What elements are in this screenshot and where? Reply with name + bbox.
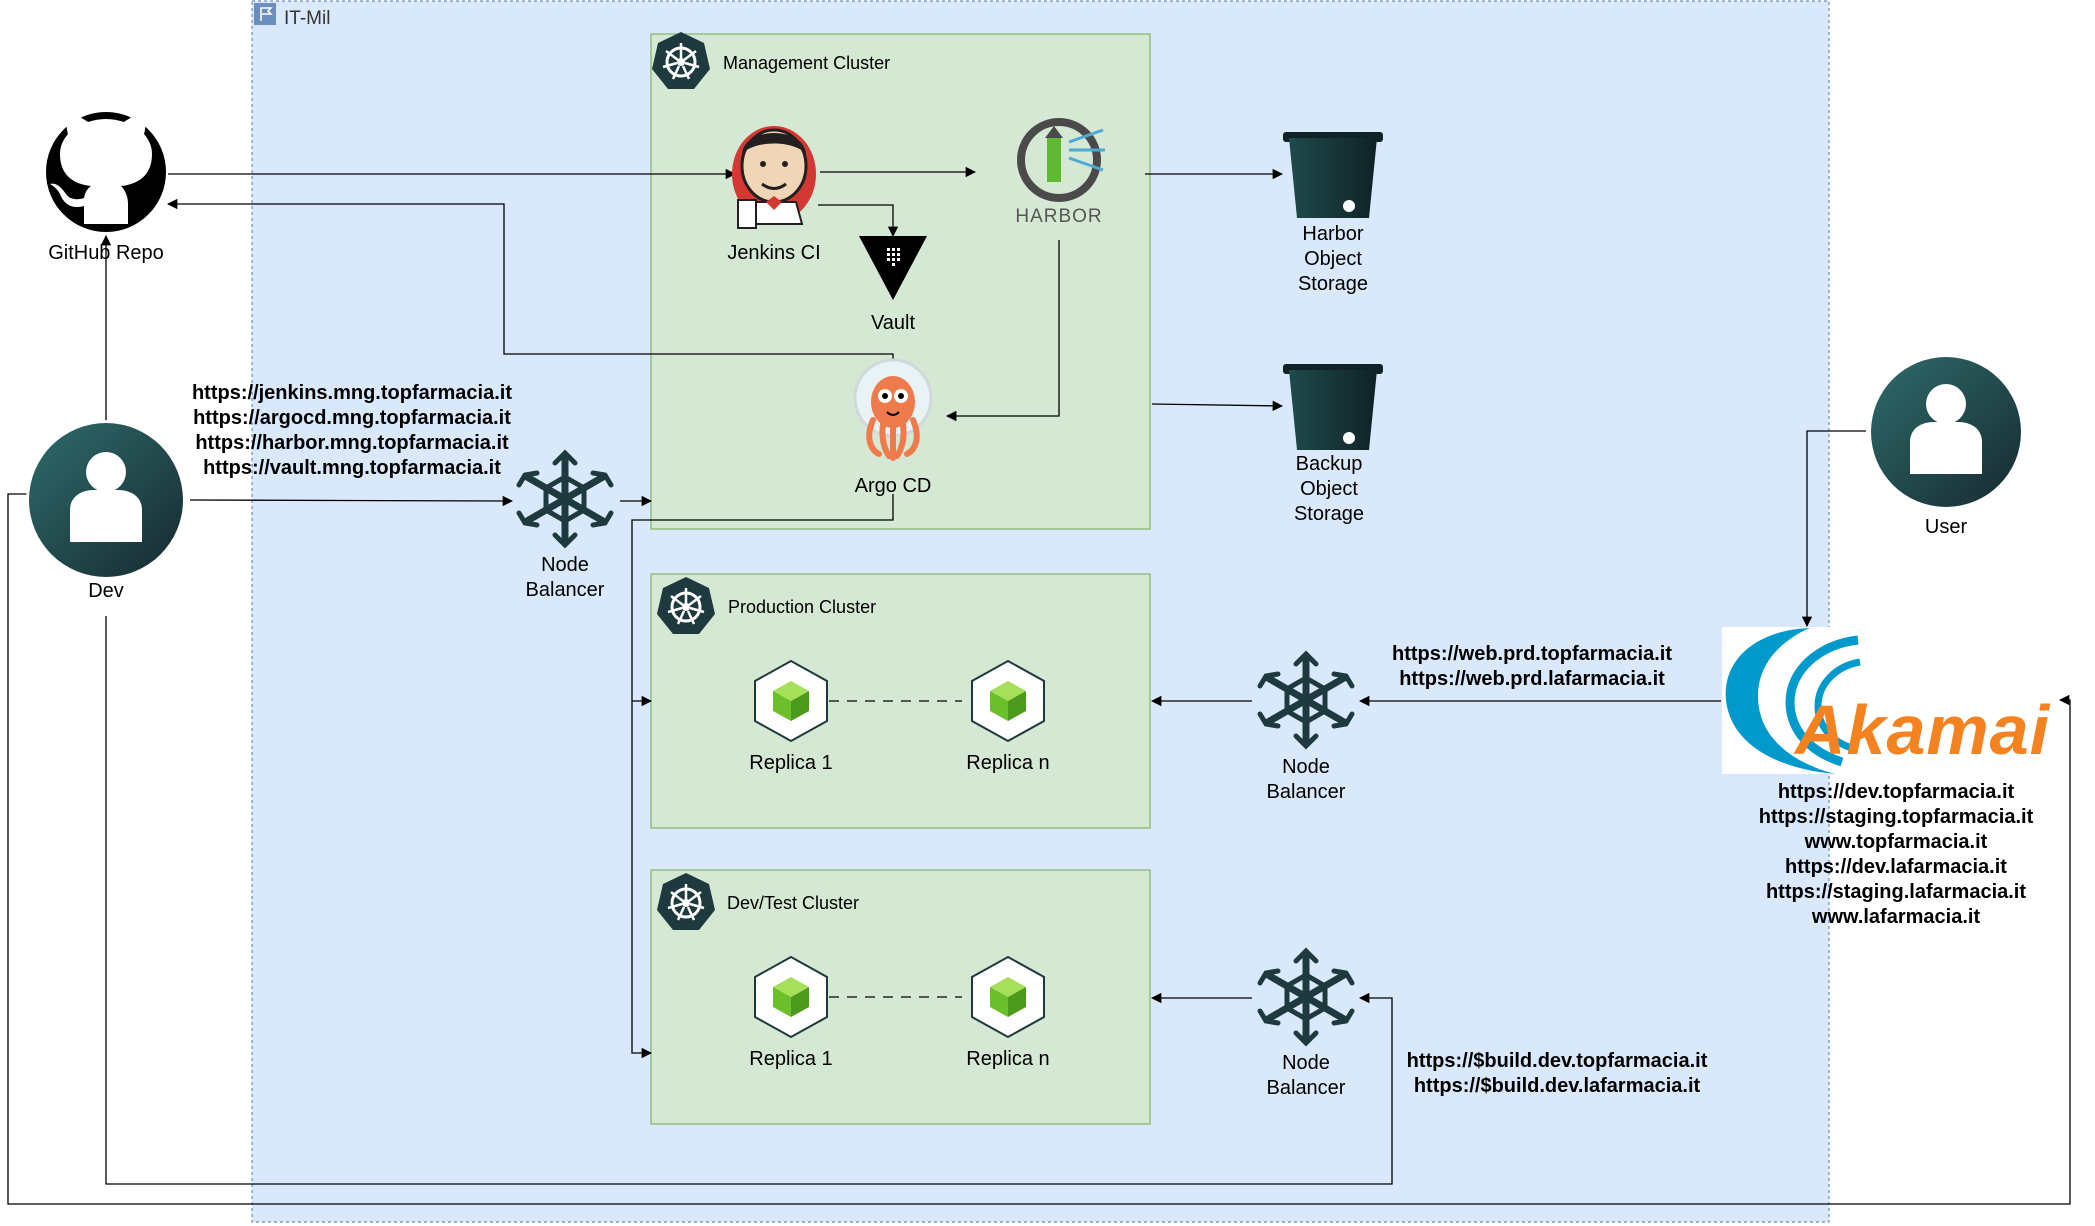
replica-label: Replica n [966,1048,1050,1070]
node-balancer-icon [1257,650,1355,750]
github-icon [46,112,166,232]
replica-label: Replica 1 [749,1048,833,1070]
edge-jenkins-vault [818,204,899,238]
edge-dev-nodebalancer [189,495,514,507]
edge-dev-build-loop [105,616,1393,1185]
edge-user-akamai [1801,430,1866,628]
replica-cube-icon [754,955,828,1039]
devtest-cluster-box [650,869,1151,1125]
devtest-cluster-title: Dev/Test Cluster [727,893,860,913]
bucket-icon [1283,364,1383,450]
akamai-urls: https://dev.topfarmacia.it https://stagi… [1758,781,2034,928]
akamai-wordmark: Akamai [1795,691,2051,769]
jenkins-icon [732,126,816,229]
edge-harbor-argocd [945,240,1060,422]
node-balancer-icon [516,449,614,549]
replica-cube-icon [754,659,828,743]
bucket-icon [1283,132,1383,218]
argocd-label: Argo CD [854,475,932,497]
dev-avatar-icon [26,420,186,580]
harbor-logo-text: HARBOR [1015,206,1103,227]
edge-argocd-deploy [631,494,894,1059]
akamai-logo-icon [1722,627,2055,774]
management-urls: https://jenkins.mng.topfarmacia.it https… [191,382,513,479]
group-label: IT-Mil [284,8,331,29]
replica-cube-icon [971,659,1045,743]
production-cluster-box [650,573,1151,829]
kubernetes-icon [657,577,715,634]
vault-icon [859,236,927,300]
kubernetes-icon [652,32,710,89]
production-urls: https://web.prd.topfarmacia.it https://w… [1391,643,1673,690]
harbor-icon [1017,118,1105,202]
edge-dev-akamai-loop [7,493,2071,1205]
replica-label: Replica n [966,752,1050,774]
node-balancer-icon [1257,947,1355,1047]
flag-icon [254,3,276,25]
github-label: GitHub Repo [48,242,164,264]
argocd-icon [853,358,933,461]
edge-cluster-backup [1151,400,1284,412]
replica-label: Replica 1 [749,752,833,774]
jenkins-label: Jenkins CI [727,242,821,264]
replica-cube-icon [971,955,1045,1039]
kubernetes-icon [657,873,715,930]
production-cluster-title: Production Cluster [728,597,877,617]
user-avatar-icon [1868,354,2024,510]
build-urls: https://$build.dev.topfarmacia.it https:… [1406,1050,1708,1097]
dev-label: Dev [88,580,124,602]
vault-label: Vault [870,312,916,334]
user-label: User [1924,516,1968,538]
management-cluster-title: Management Cluster [723,53,891,73]
